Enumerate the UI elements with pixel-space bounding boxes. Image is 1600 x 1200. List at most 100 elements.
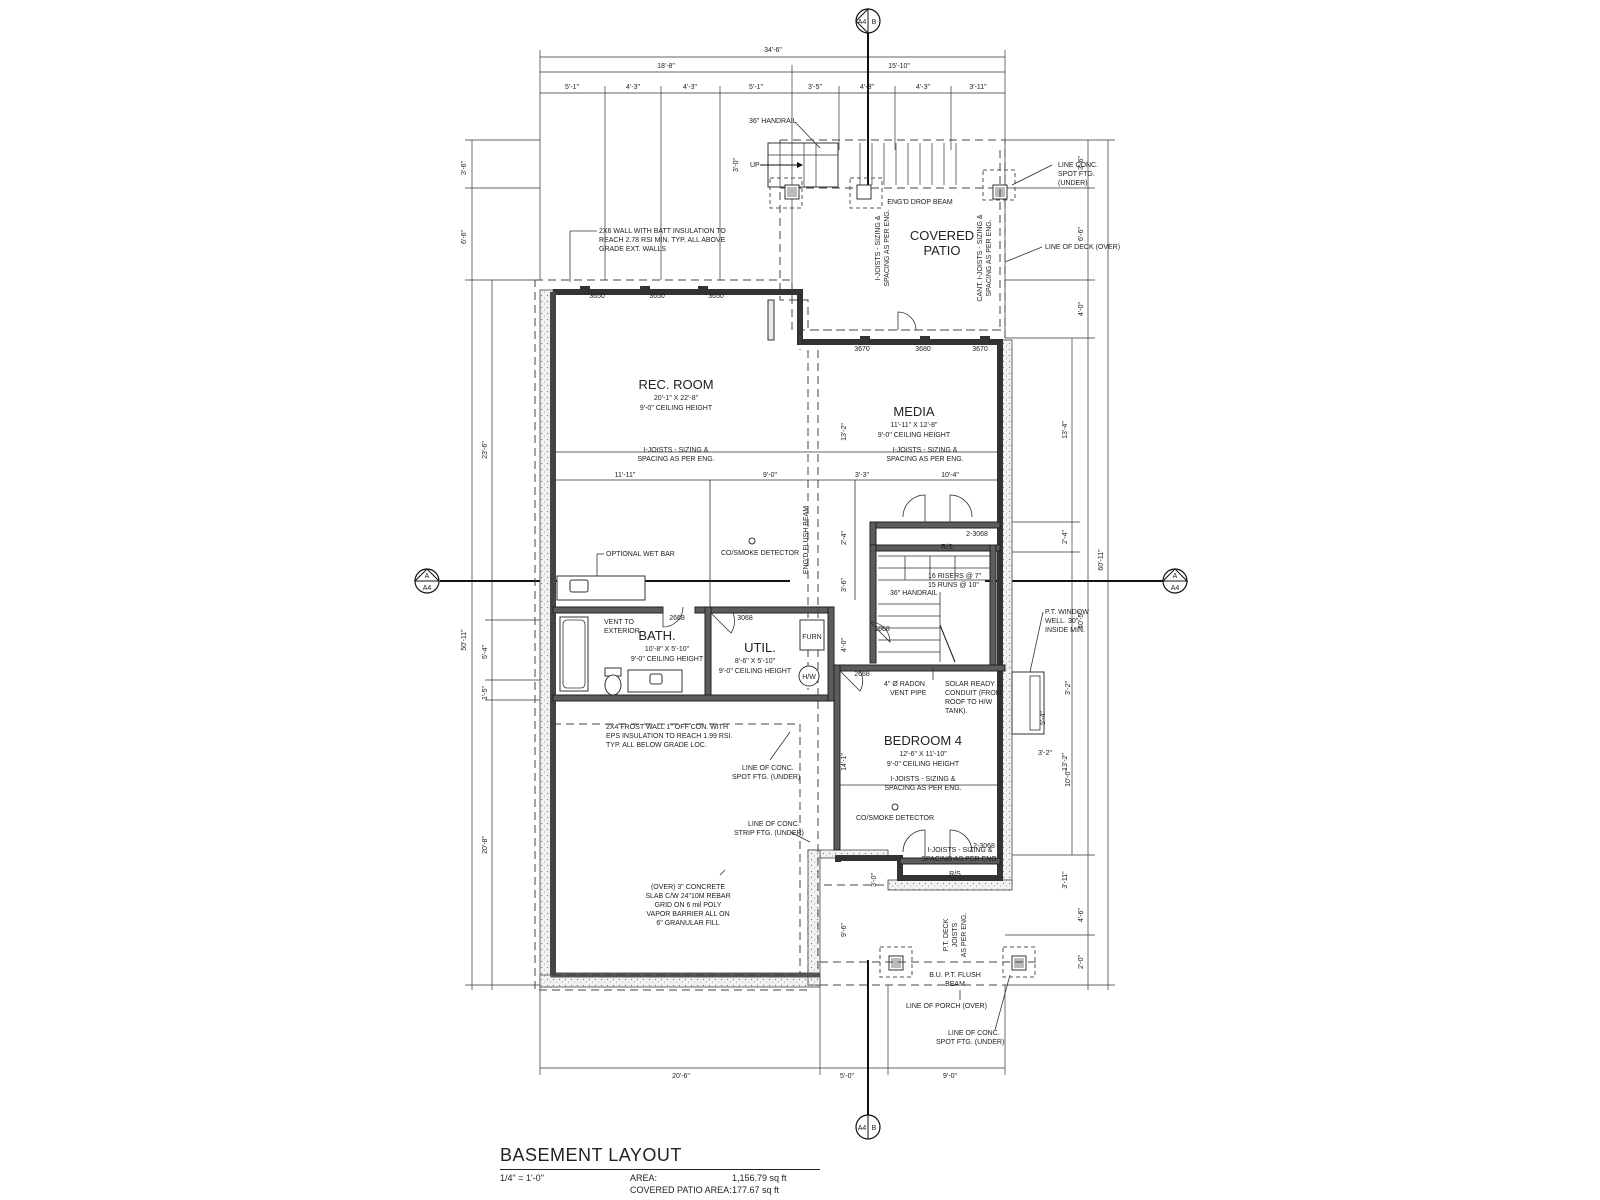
dim-top-seg: 5'-1"	[749, 84, 763, 91]
dim-interior: 3'-2"	[1038, 750, 1052, 757]
room-name: COVERED	[910, 228, 974, 243]
dim-interior: 10'-0"	[1065, 769, 1072, 787]
section-marker-right: A A4	[1161, 568, 1189, 594]
dim-right-part: 15'-10"	[888, 63, 910, 70]
dim-interior: 3'-3"	[855, 472, 869, 479]
dim-left: 50'-11"	[461, 629, 468, 651]
note-text: SPACING AS PER ENG.	[884, 209, 891, 286]
door-tag: 2-3068	[966, 531, 988, 538]
dim-bottom: 9'-0"	[943, 1073, 957, 1080]
dim-right: 3'-6"	[1078, 156, 1085, 170]
note-text: SLAB C/W 24"10M REBAR	[645, 893, 730, 900]
note-text: SPACING AS PER ENG.	[886, 456, 963, 463]
dim-left: 20'-8"	[482, 836, 489, 854]
section-sheet: A4	[858, 19, 867, 26]
door-tag: 2668	[669, 615, 685, 622]
room-size: 10'-8" X 5'-10"	[645, 646, 690, 653]
vanity	[627, 669, 683, 693]
note-text: LINE OF DECK (OVER)	[1045, 244, 1120, 251]
interior-dimensions: 11'-11" 9'-0" 3'-3" 10'-4" 13'-2" 2'-4" …	[615, 423, 1072, 937]
dim-right: 4'-6"	[1078, 908, 1085, 922]
room-name: MEDIA	[893, 404, 935, 419]
note-text: ROOF TO H/W	[945, 699, 993, 706]
note-text: SPOT FTG. (UNDER)	[936, 1039, 1004, 1046]
room-size: 8'-6" X 5'-10"	[735, 658, 776, 665]
note-text: LINE OF CONC.	[948, 1030, 1000, 1037]
dim-bottom: 5'-0"	[840, 1073, 854, 1080]
covered-patio-area	[760, 139, 1016, 331]
note-text: WELL. 30"	[1045, 618, 1079, 625]
note-text: LINE OF CONC.	[748, 821, 800, 828]
dim-top-seg: 4'-3"	[916, 84, 930, 91]
right-dimension-strings: 3'-6" 6'-6" 4'-0" 13'-4" 2'-4" 60'-11" 4…	[1005, 139, 1115, 990]
note-up: UP	[750, 162, 760, 169]
title-details: 1/4" = 1'-0" AREA: 1,156.79 sq ft COVERE…	[500, 1173, 820, 1195]
dim-top-seg: 3'-11"	[969, 84, 987, 91]
patio-area-label: COVERED PATIO AREA:	[630, 1185, 732, 1195]
dim-right: 40'-5"	[1078, 611, 1085, 629]
dim-left: 1'-5"	[482, 686, 489, 700]
note-text: 15 RUNS @ 10"	[928, 582, 979, 589]
dim-interior: 3'-6"	[841, 578, 848, 592]
dim-up: 3'-0"	[733, 158, 740, 172]
room-name: BEDROOM 4	[884, 733, 962, 748]
dim-top-seg: 5'-1"	[565, 84, 579, 91]
note-text: STRIP FTG. (UNDER)	[734, 830, 804, 837]
note-text: AS PER ENG.	[961, 913, 968, 958]
window-tag: 3680	[915, 346, 931, 353]
room-util: UTIL. 8'-6" X 5'-10" 9'-0" CEILING HEIGH…	[719, 640, 792, 675]
dim-interior: 11'-11"	[615, 472, 636, 479]
note-text: JOISTS	[952, 922, 959, 947]
note-text: 2X6 WALL WITH BATT INSULATION TO	[599, 228, 726, 235]
door-tag: 2668	[874, 626, 890, 633]
structural-dashed-lines	[553, 310, 1000, 976]
dim-top-seg: 3'-5"	[808, 84, 822, 91]
window-tag: 3670	[854, 346, 870, 353]
dim-interior: 3'-2"	[1065, 681, 1072, 695]
section-sheet: A4	[1171, 585, 1180, 592]
note-text: SPACING AS PER ENG.	[921, 856, 998, 863]
note-text: CONDUIT (FROM	[945, 690, 1002, 697]
door-swings: 2-3068 2668 3068 2668 2668 2-3068	[662, 311, 995, 858]
dim-bottom: 20'-6"	[672, 1073, 690, 1080]
note-text: FURN	[802, 634, 821, 641]
door-tag: 2-3068	[973, 843, 995, 850]
note-text: 2X4 FROST WALL 1" OFF CON. WITH	[606, 724, 728, 731]
section-id: B	[872, 19, 877, 26]
furnace	[799, 619, 825, 651]
window-tag: 3670	[972, 346, 988, 353]
note-text: SPACING AS PER ENG.	[637, 456, 714, 463]
room-covered-patio: COVERED PATIO	[910, 228, 974, 258]
note-text: I-JOISTS - SIZING &	[875, 215, 882, 280]
note-text: SOLAR READY	[945, 681, 995, 688]
note-text: R/S	[941, 544, 953, 551]
note-text: SPACING AS PER ENG.	[884, 785, 961, 792]
area-label: AREA:	[630, 1173, 658, 1183]
bathroom-fixtures	[559, 616, 683, 696]
room-bath: BATH. 10'-8" X 5'-10" 9'-0" CEILING HEIG…	[631, 628, 704, 663]
windows: 3650 3650 3650 3670 3680 3670	[580, 286, 1045, 735]
room-height: 9'-0" CEILING HEIGHT	[640, 405, 713, 412]
room-bedroom-4: BEDROOM 4 12'-6" X 11'-10" 9'-0" CEILING…	[884, 733, 962, 768]
room-name: BATH.	[638, 628, 675, 643]
note-text: H/W	[802, 674, 816, 681]
note-text: BEAM	[945, 981, 965, 988]
note-text: GRADE EXT. WALLS	[599, 246, 666, 253]
utility-fixtures	[798, 619, 825, 687]
hot-water-tank	[798, 665, 820, 687]
dim-right: 2'-4"	[1062, 530, 1069, 544]
note-text: (OVER) 3" CONCRETE	[651, 884, 725, 891]
note-text: LINE OF CONC.	[742, 765, 794, 772]
note-handrail: 36" HANDRAIL	[749, 118, 797, 125]
note-text: R/S	[949, 871, 961, 878]
section-id: B	[872, 1125, 877, 1132]
room-height: 9'-0" CEILING HEIGHT	[887, 761, 960, 768]
room-name: UTIL.	[744, 640, 776, 655]
note-text: B.U. P.T. FLUSH	[929, 972, 981, 979]
note-text: SPOT FTG.	[1058, 171, 1095, 178]
annotation-notes: 36" HANDRAIL UP 3'-0" LINE CONC. SPOT FT…	[569, 118, 1120, 1046]
note-text: OPTIONAL WET BAR	[606, 551, 675, 558]
window-tag: 3650	[708, 293, 724, 300]
dim-interior: 10'-4"	[941, 472, 959, 479]
